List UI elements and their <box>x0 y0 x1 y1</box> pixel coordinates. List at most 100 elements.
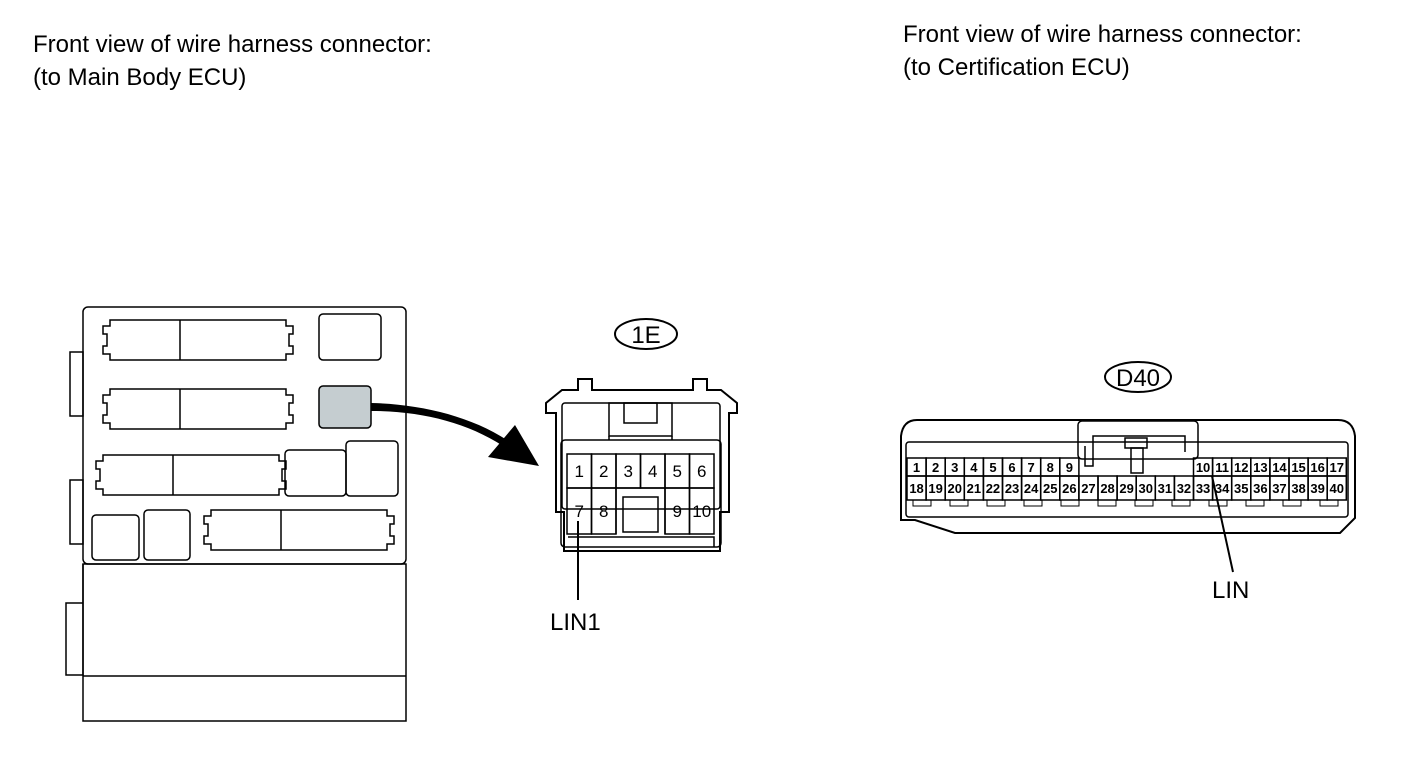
latch-tab <box>1134 499 1154 507</box>
pin-number: 1 <box>913 460 920 475</box>
caption-line-1: Front view of wire harness connector: <box>903 21 1302 48</box>
fuse-slot <box>284 449 347 497</box>
latch-tab <box>1319 499 1339 507</box>
pin-number: 14 <box>1272 460 1287 475</box>
pin-cavity: 2 <box>925 457 946 477</box>
pin-cavity: 9 <box>664 487 691 535</box>
pin-cavity: 22 <box>982 475 1004 501</box>
caption-line-2: (to Main Body ECU) <box>33 64 247 91</box>
pin-cavity: 3 <box>944 457 966 477</box>
pin-number: 9 <box>1066 460 1073 475</box>
pin-number: 32 <box>1177 481 1191 496</box>
pin-number: 35 <box>1234 481 1248 496</box>
pin-number: 2 <box>932 460 939 475</box>
pin-cavity: 8 <box>590 487 617 535</box>
pin-cavity: 33 <box>1192 475 1214 501</box>
pin-cavity: 40 <box>1326 475 1348 501</box>
pin-number: 2 <box>599 462 608 481</box>
main-body-ecu-block <box>65 306 407 722</box>
pin-number: 17 <box>1330 460 1344 475</box>
pin-cavity: 2 <box>590 453 617 489</box>
pin-cavity: 23 <box>1001 475 1023 501</box>
fuse-slot <box>345 440 399 497</box>
pin-cavity: 1 <box>906 457 927 477</box>
pin-cavity: 30 <box>1135 475 1157 501</box>
pin-number: 4 <box>970 460 978 475</box>
latch-tab <box>986 499 1006 507</box>
pin-number: 20 <box>948 481 962 496</box>
fuse-slot <box>143 509 191 561</box>
latch-tab <box>912 499 932 507</box>
pin-cavity: 18 <box>906 475 927 501</box>
pin-cavity: 15 <box>1288 457 1309 477</box>
pin-cavity: 4 <box>963 457 985 477</box>
pin-cavity: 21 <box>963 475 985 501</box>
pin-number: 5 <box>989 460 996 475</box>
curved-arrow-icon <box>371 403 539 466</box>
pin-number: 10 <box>1196 460 1210 475</box>
pin-number: 34 <box>1215 481 1230 496</box>
pin-cavity: 16 <box>1307 457 1328 477</box>
pin-number: 33 <box>1196 481 1210 496</box>
connector-id-badge <box>614 318 678 350</box>
caption-main-body-ecu: Front view of wire harness connector: (t… <box>33 28 432 94</box>
pin-number: 25 <box>1043 481 1057 496</box>
pin-number: 11 <box>1215 460 1229 475</box>
connector-id: 1E <box>631 322 660 349</box>
latch-tab <box>1097 499 1117 507</box>
pin-cavity: 1 <box>566 453 593 489</box>
pin-cavity: 14 <box>1269 457 1290 477</box>
leader-line <box>1211 475 1234 573</box>
pin-cavity: 7 <box>1020 457 1042 477</box>
pin-cavity: 35 <box>1230 475 1252 501</box>
pin-number: 37 <box>1272 481 1286 496</box>
connector-id-badge <box>1104 361 1172 393</box>
pin-number: 16 <box>1310 460 1324 475</box>
pin-cavity: 31 <box>1154 475 1176 501</box>
relay-slot <box>95 454 287 496</box>
pin-cavity: 39 <box>1307 475 1328 501</box>
pin-cavity: 8 <box>1039 457 1061 477</box>
pin-number: 5 <box>673 462 682 481</box>
pin-cavity: 38 <box>1288 475 1309 501</box>
pin-cavity: 37 <box>1269 475 1290 501</box>
latch-tab <box>949 499 969 507</box>
pin-cavity: 27 <box>1078 475 1099 501</box>
signal-label-lin1: LIN1 <box>550 609 601 636</box>
pin-number: 27 <box>1081 481 1095 496</box>
pin-number: 23 <box>1005 481 1019 496</box>
pin-number: 1 <box>575 462 584 481</box>
pin-number: 12 <box>1234 460 1248 475</box>
pin-number: 39 <box>1310 481 1324 496</box>
pin-cavity: 29 <box>1116 475 1137 501</box>
connector-id: D40 <box>1116 365 1160 392</box>
pin-cavity: 10 <box>688 487 715 535</box>
pin-number: 30 <box>1139 481 1153 496</box>
pin-number: 38 <box>1291 481 1305 496</box>
pin-number: 22 <box>986 481 1000 496</box>
pin-cavity: 12 <box>1230 457 1252 477</box>
connector-1e-location <box>318 385 372 429</box>
caption-line-1: Front view of wire harness connector: <box>33 31 432 58</box>
pin-number: 10 <box>692 502 711 521</box>
fuse-slot <box>91 514 140 561</box>
pin-number: 8 <box>599 502 608 521</box>
latch-tab <box>1060 499 1080 507</box>
pin-cavity: 32 <box>1173 475 1195 501</box>
pin-cavity: 4 <box>639 453 666 489</box>
key-block <box>622 496 659 533</box>
pin-cavity: 26 <box>1059 475 1080 501</box>
pin-cavity: 3 <box>615 453 642 489</box>
pin-number: 19 <box>928 481 942 496</box>
pin-number: 40 <box>1330 481 1344 496</box>
pin-number: 24 <box>1024 481 1039 496</box>
pin-number: 36 <box>1253 481 1267 496</box>
pin-number: 29 <box>1119 481 1133 496</box>
latch-tab <box>1282 499 1302 507</box>
pin-cavity: 13 <box>1250 457 1271 477</box>
latch-tab <box>1171 499 1191 507</box>
